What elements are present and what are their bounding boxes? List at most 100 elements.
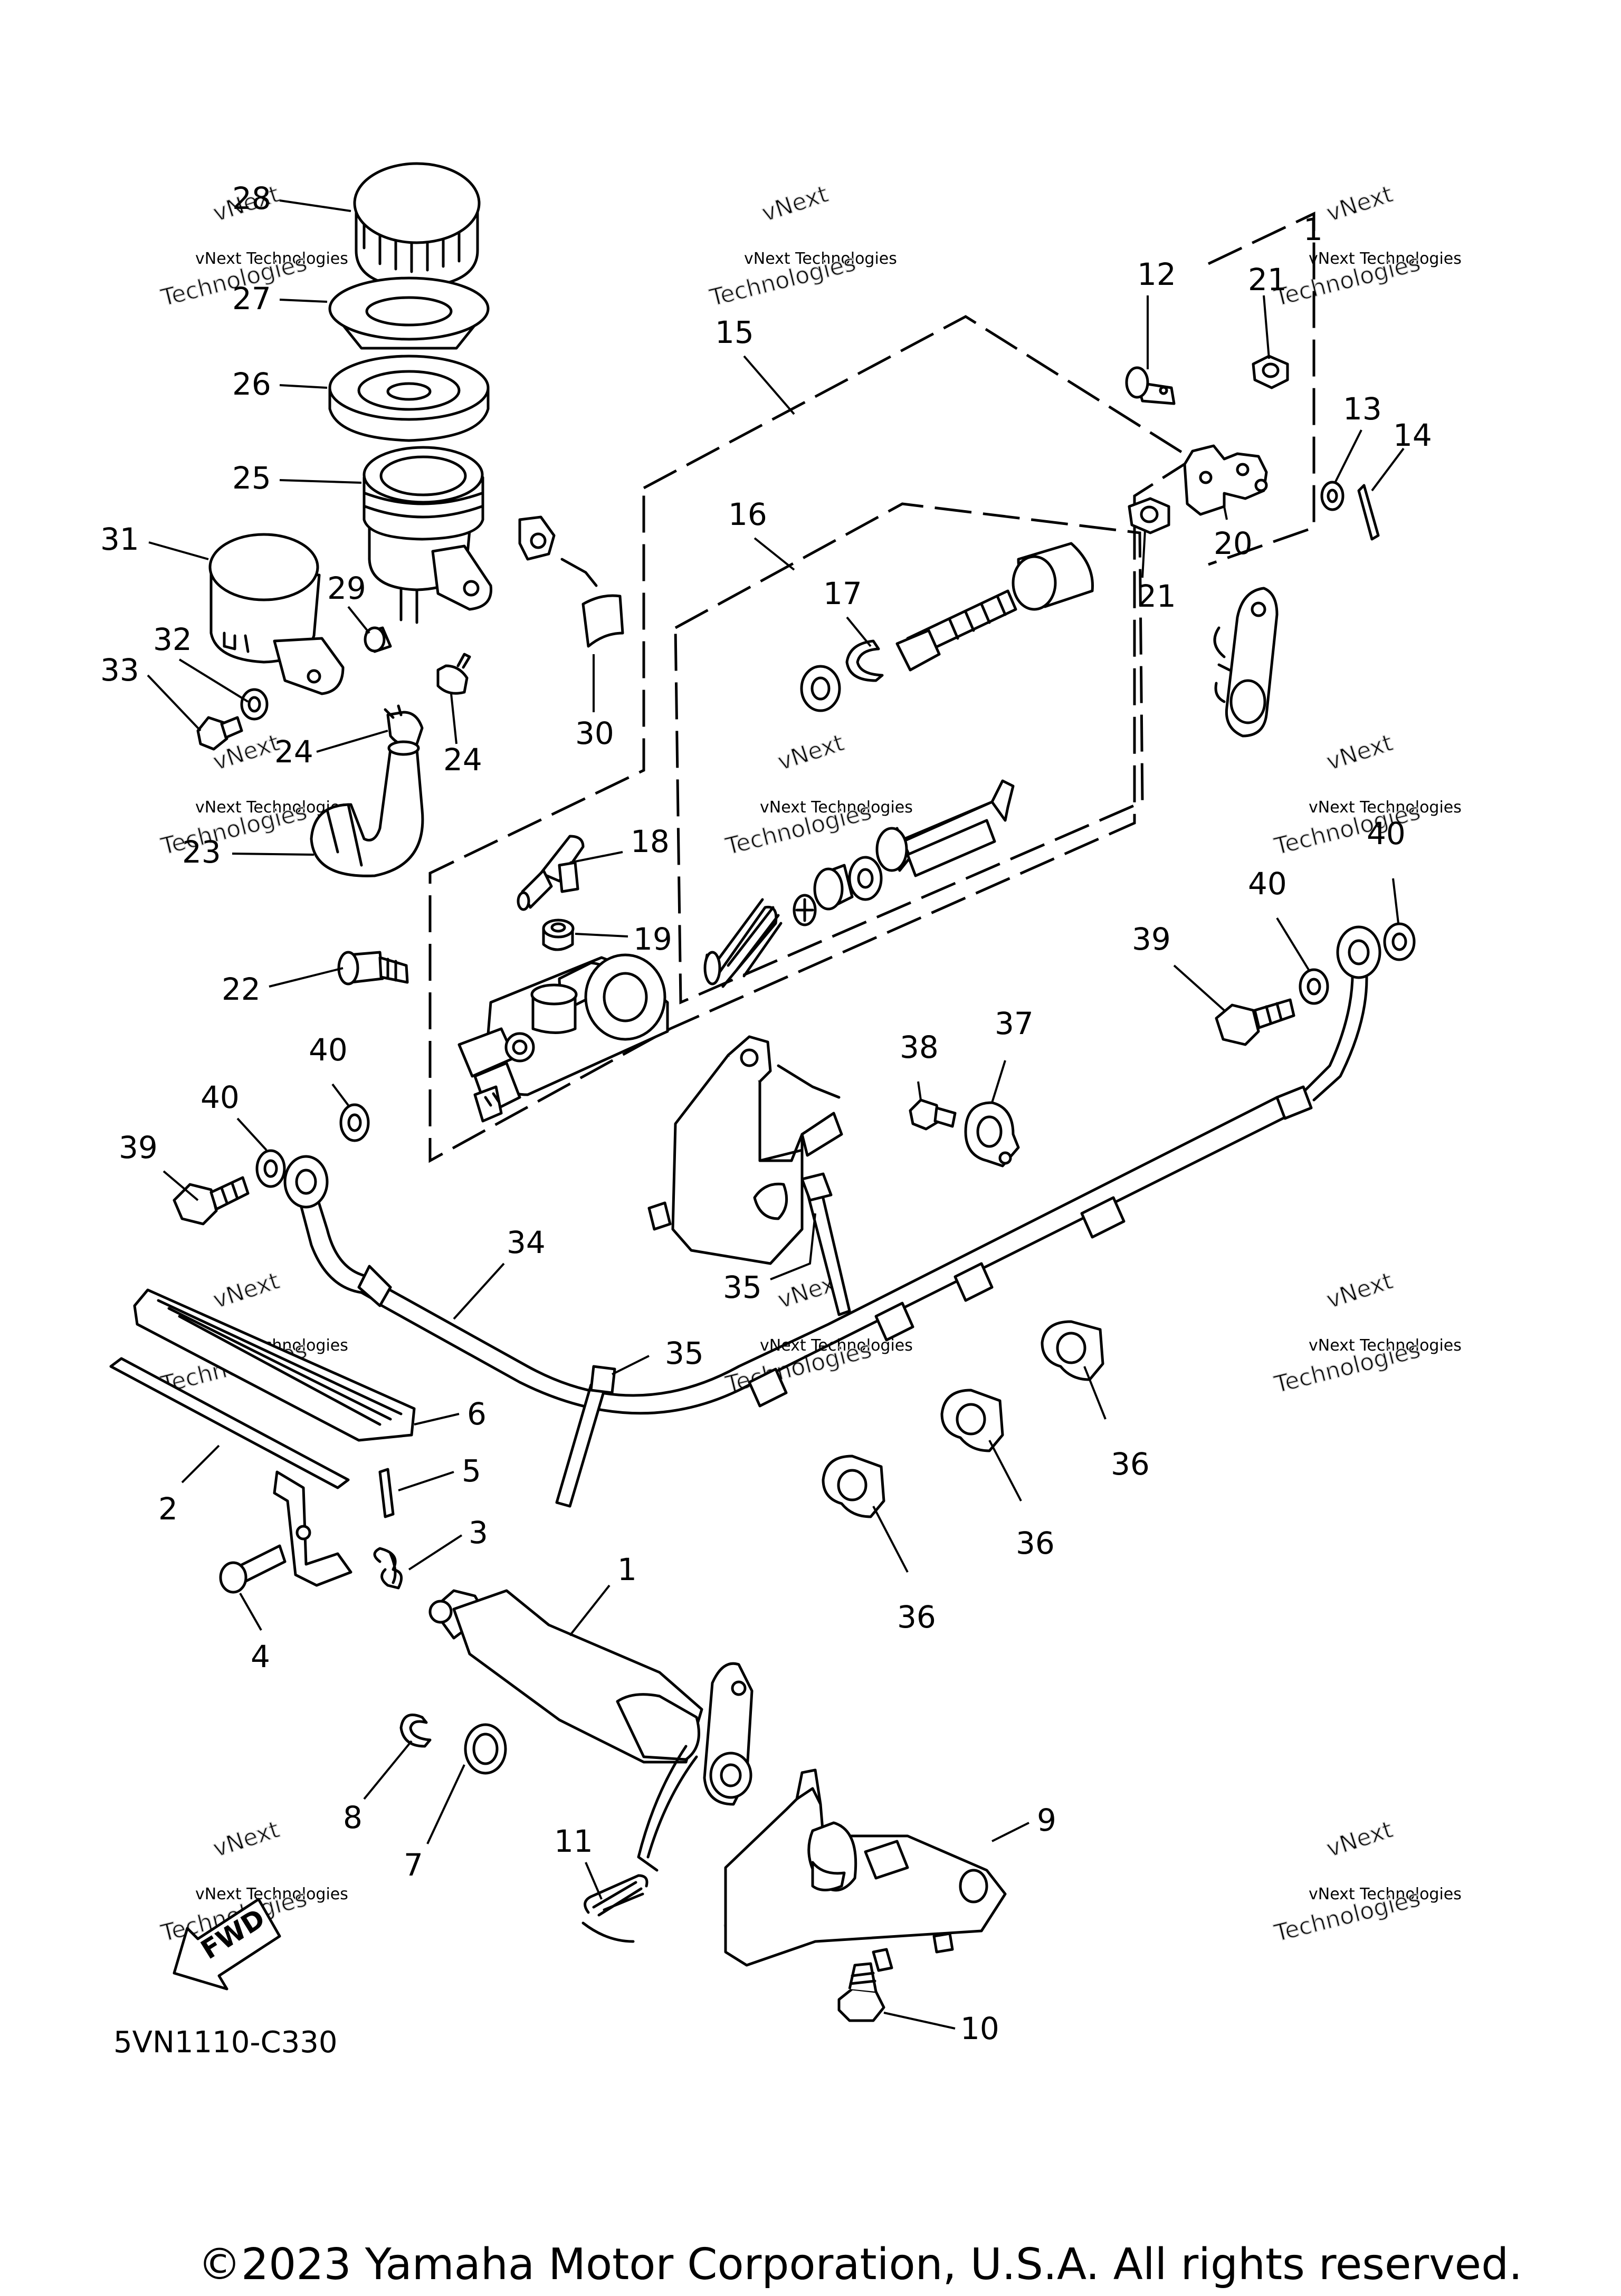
cylinder-bracket [647, 1035, 843, 1265]
svg-text:vNext Technologies: vNext Technologies [1309, 1336, 1462, 1355]
flange-nut-10 [837, 1962, 885, 2022]
diaphragm [328, 355, 490, 442]
return-spring-11 [581, 1874, 649, 1943]
svg-text:vNext: vNext [1323, 180, 1396, 227]
callout-24a: 24 [274, 734, 313, 770]
hose-clamp-36a [1041, 1320, 1104, 1381]
bolt-33 [196, 716, 243, 751]
callout-40a: 40 [309, 1032, 348, 1068]
brake-lever-plate [1213, 587, 1279, 738]
callout-38: 38 [900, 1029, 939, 1065]
callout-6: 6 [467, 1396, 487, 1432]
callout-32: 32 [153, 621, 192, 657]
piston-seal [800, 665, 841, 712]
callout-5: 5 [462, 1453, 481, 1489]
pedal-pad [133, 1288, 416, 1442]
callout-11: 11 [554, 1823, 593, 1859]
callout-35a: 35 [723, 1269, 762, 1305]
brake-hose [283, 925, 1381, 1415]
callout-34: 34 [507, 1224, 546, 1260]
callout-40d: 40 [1248, 866, 1287, 902]
callout-36a: 36 [1111, 1446, 1150, 1482]
parts [109, 162, 1416, 2022]
callout-23: 23 [182, 834, 221, 870]
callout-24b: 24 [443, 742, 482, 778]
washer-13 [1320, 481, 1345, 511]
o-ring-7 [464, 1723, 507, 1775]
outline-assembly-16 [674, 502, 1144, 1004]
reservoir-hose [310, 740, 424, 877]
collar [364, 626, 392, 653]
callout-20: 20 [1214, 525, 1253, 561]
callouts: 28 27 26 25 31 29 32 33 24 24 30 23 15 1… [100, 180, 1432, 2046]
callout-25: 25 [232, 460, 271, 496]
outline-assembly-15 [428, 315, 1195, 1163]
return-spring [703, 898, 783, 988]
hose-clamp-24b [436, 653, 471, 695]
washer-40c [1383, 922, 1416, 961]
bolt-39a [173, 1176, 250, 1226]
cotter-pin-5 [378, 1468, 395, 1518]
brake-pedal [109, 1357, 352, 1587]
callout-10: 10 [960, 2011, 999, 2046]
callout-21a: 21 [1248, 262, 1287, 298]
watermark: vNext vNext Technologies Technologies [1271, 1267, 1462, 1399]
cup-seal [848, 856, 883, 901]
callout-31: 31 [100, 521, 139, 557]
svg-text:vNext Technologies: vNext Technologies [195, 1885, 348, 1903]
callout-1-top: 1 [1303, 212, 1323, 247]
callout-22: 22 [222, 971, 261, 1007]
svg-text:vNext: vNext [1323, 1816, 1396, 1862]
svg-text:vNext Technologies: vNext Technologies [1309, 250, 1462, 268]
pedal-bracket [724, 1768, 1007, 1972]
master-cylinder [457, 953, 669, 1123]
diagram-code: 5VN1110-C330 [113, 2025, 338, 2060]
spring-seat [813, 864, 854, 911]
callout-33: 33 [100, 652, 139, 688]
assembly-outlines [428, 212, 1315, 1163]
svg-text:vNext: vNext [775, 729, 847, 776]
spring-retainer [793, 894, 817, 926]
callout-29: 29 [327, 570, 366, 606]
callout-26: 26 [232, 366, 271, 402]
svg-text:vNext: vNext [210, 1267, 283, 1314]
washer-40a [339, 1103, 370, 1142]
svg-text:vNext Technologies: vNext Technologies [1309, 1885, 1462, 1903]
washer-32 [240, 688, 269, 721]
callout-12: 12 [1137, 256, 1176, 292]
svg-text:vNext: vNext [210, 1816, 283, 1862]
callout-16: 16 [728, 496, 767, 532]
cable-tie-35a [800, 1172, 851, 1316]
callout-36b: 36 [1016, 1525, 1055, 1561]
callout-13: 13 [1343, 391, 1382, 427]
grommet-19 [542, 919, 575, 951]
nut-21b [1128, 497, 1170, 534]
hose-clamp-24a [384, 704, 424, 747]
circlip-8 [399, 1714, 432, 1748]
washer-40d [1299, 968, 1329, 1005]
reservoir-cap [353, 162, 481, 289]
nut-21a [1252, 355, 1289, 389]
callout-27: 27 [232, 281, 271, 317]
clevis [1183, 444, 1268, 516]
callout-2: 2 [158, 1491, 178, 1527]
circlip-17 [845, 639, 884, 682]
reservoir [363, 446, 492, 624]
cable-tie-35b [555, 1365, 616, 1508]
callout-35b: 35 [665, 1335, 704, 1371]
callout-18: 18 [631, 824, 670, 859]
copyright-notice: ©2023 Yamaha Motor Corporation, U.S.A. A… [198, 2240, 1522, 2290]
outline-assembly-1-top [1207, 212, 1315, 566]
callout-37: 37 [995, 1006, 1034, 1041]
leader-lines [147, 199, 1405, 2030]
callout-40c: 40 [1367, 816, 1406, 852]
watermark: vNext vNext Technologies Technologies [1271, 180, 1462, 312]
hose-clamp-36c [822, 1455, 885, 1518]
svg-text:vNext Technologies: vNext Technologies [1309, 798, 1462, 817]
callout-39b: 39 [1132, 921, 1171, 957]
svg-text:vNext Technologies: vNext Technologies [760, 798, 913, 817]
callout-40b: 40 [201, 1079, 240, 1115]
bolt-22 [337, 951, 409, 986]
callout-4: 4 [251, 1639, 270, 1675]
